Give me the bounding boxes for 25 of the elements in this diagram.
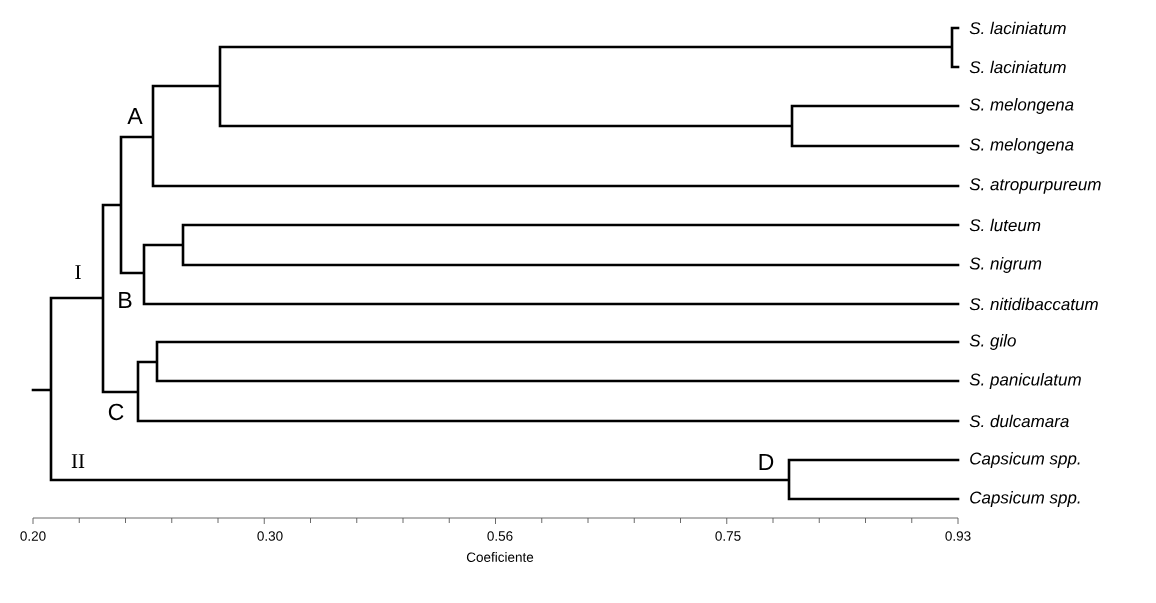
- axis-title: Coeficiente: [466, 552, 534, 562]
- cluster-label: A: [127, 108, 143, 124]
- tick-label: 0.30: [257, 531, 283, 541]
- cluster-label: II: [71, 454, 85, 468]
- tick-label: 0.20: [20, 531, 46, 541]
- taxon-label: S. nitidibaccatum: [969, 297, 1098, 311]
- tick-label: 0.75: [715, 531, 741, 541]
- taxon-label: S. paniculatum: [969, 373, 1081, 389]
- taxon-label: S. dulcamara: [969, 414, 1069, 428]
- taxon-label: S. melongena: [969, 138, 1074, 154]
- taxon-label: Capsicum spp.: [970, 491, 1080, 507]
- cluster-label: D: [759, 454, 774, 470]
- taxon-label: S. atropurpureum: [969, 178, 1101, 194]
- taxon-label: S. laciniatum: [969, 21, 1066, 35]
- taxon-label: S. luteum: [969, 218, 1041, 232]
- taxon-label: Capsicum spp.: [970, 452, 1080, 468]
- tick-label: 0.56: [487, 531, 513, 541]
- cluster-label: I: [75, 265, 81, 279]
- tick-label: 0.93: [945, 531, 971, 541]
- taxon-label: S. gilo: [969, 334, 1016, 350]
- taxon-label: S. laciniatum: [969, 60, 1066, 74]
- taxon-label: S. nigrum: [969, 257, 1042, 273]
- cluster-label: B: [119, 292, 132, 308]
- taxon-label: S. melongena: [969, 98, 1074, 114]
- cluster-label: C: [108, 403, 124, 421]
